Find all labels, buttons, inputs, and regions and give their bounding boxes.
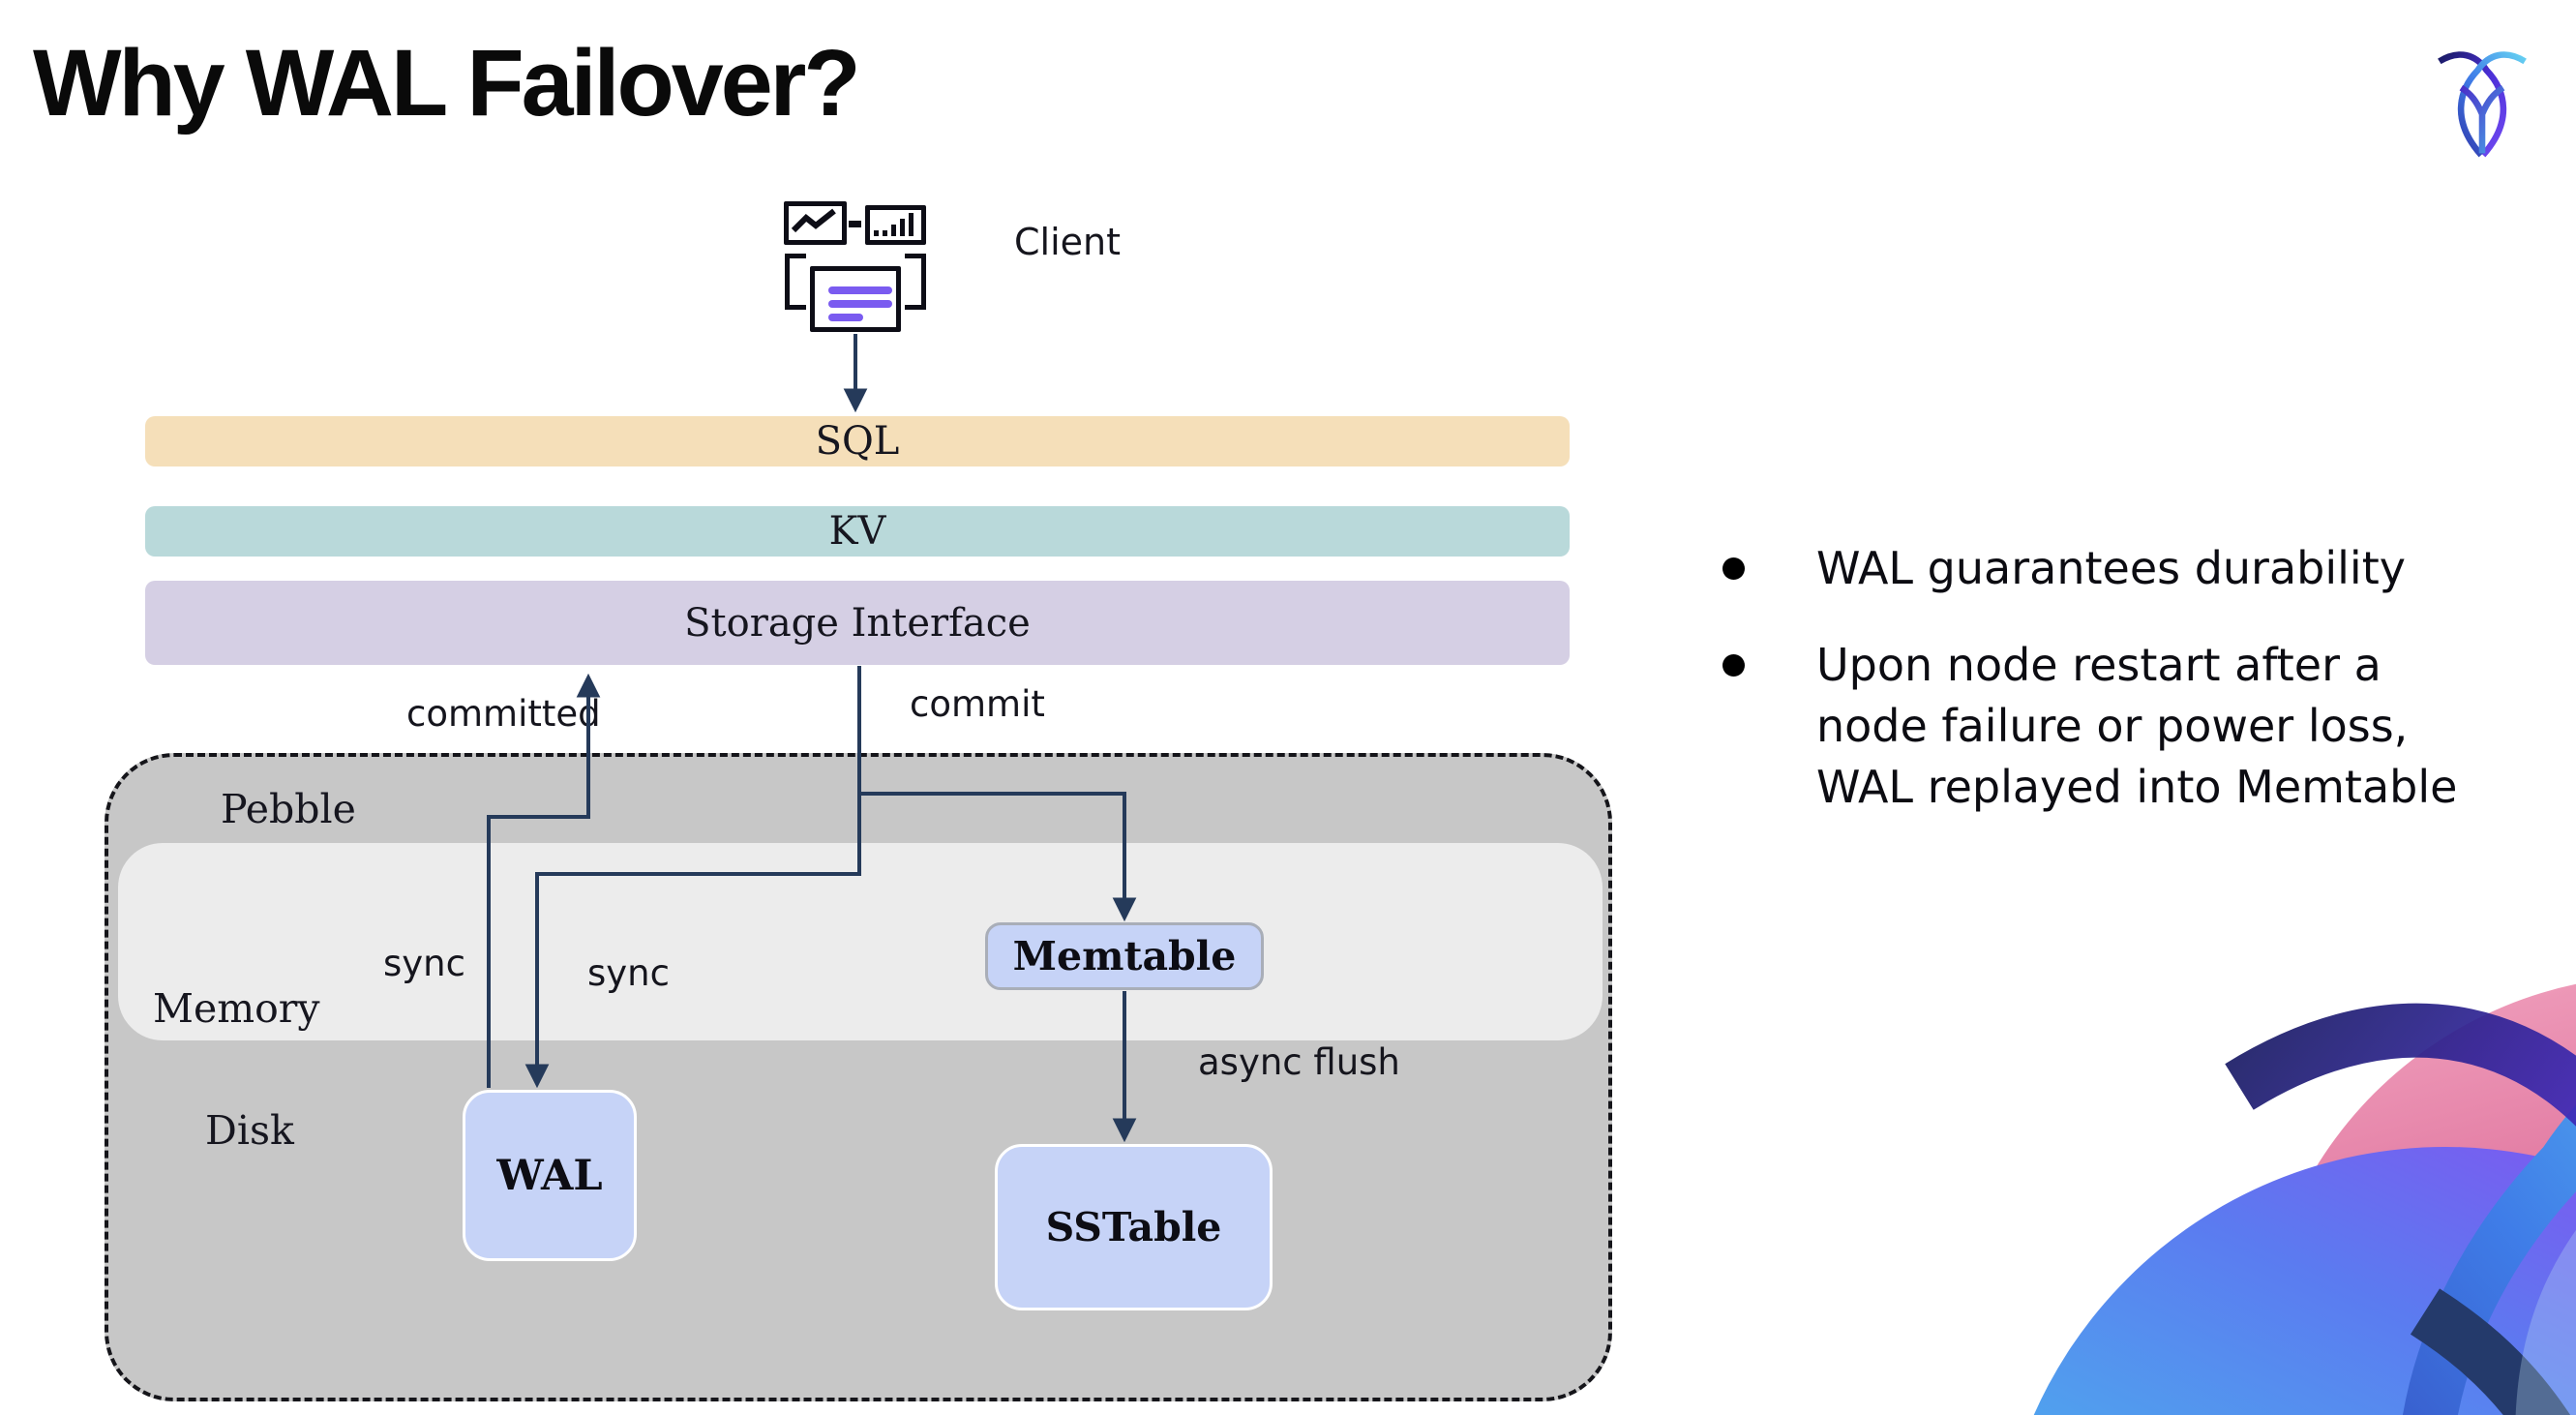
layer-bar-storage: Storage Interface — [145, 581, 1570, 665]
cockroachdb-logo-large-icon — [2225, 1003, 2576, 1415]
cockroachdb-logo-icon — [2438, 51, 2527, 158]
bullet-dot — [1722, 557, 1745, 580]
bullet-line: node failure or power loss, — [1816, 700, 2409, 752]
layer-bar-kv: KV — [145, 506, 1570, 557]
disk-zone-label: Disk — [205, 1107, 294, 1154]
edge-label-commit: commit — [910, 683, 1045, 725]
bar-chart-icon — [865, 205, 926, 245]
brand-circle-pink — [2257, 976, 2576, 1415]
memtable-box: Memtable — [985, 922, 1264, 990]
bullet-dot — [1722, 654, 1745, 677]
edge-label-committed: committed — [406, 693, 601, 735]
bullet-item: WAL guarantees durability — [1715, 538, 2576, 599]
bullet-list: WAL guarantees durability Upon node rest… — [1715, 538, 2576, 854]
edge-label-sync-left: sync — [383, 943, 465, 984]
memory-zone-label: Memory — [153, 985, 320, 1032]
bracket-right-icon — [905, 254, 926, 310]
sstable-box: SSTable — [995, 1144, 1273, 1310]
client-icon — [784, 198, 929, 334]
layer-bar-sql: SQL — [145, 416, 1570, 467]
client-monitor-icon — [810, 266, 901, 332]
line-chart-icon — [784, 201, 847, 245]
bullet-line: WAL guarantees durability — [1816, 542, 2406, 594]
page-title: Why WAL Failover? — [33, 30, 861, 135]
wal-box: WAL — [463, 1090, 637, 1261]
bullet-item: Upon node restart after a node failure o… — [1715, 635, 2576, 818]
pebble-label: Pebble — [221, 786, 356, 832]
bullet-line: Upon node restart after a — [1816, 639, 2381, 691]
bullet-line: WAL replayed into Memtable — [1816, 761, 2458, 813]
edge-label-async-flush: async flush — [1198, 1041, 1400, 1083]
connector-dash — [849, 221, 861, 227]
memory-zone — [118, 843, 1603, 1040]
edge-label-sync-right: sync — [587, 952, 670, 994]
brand-circle-blue — [1995, 1147, 2576, 1415]
client-label: Client — [1014, 221, 1122, 263]
bracket-left-icon — [785, 254, 806, 310]
